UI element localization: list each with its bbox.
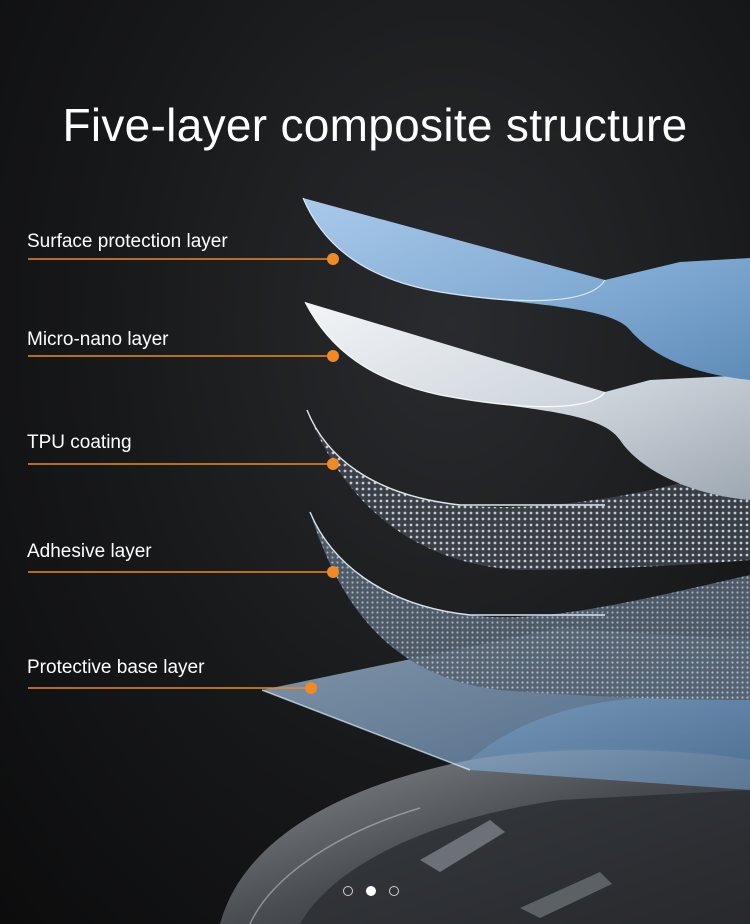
page-title: Five-layer composite structure (62, 99, 688, 151)
marker-dot-1 (327, 253, 339, 265)
adhesive-layer-film (310, 512, 750, 700)
micro-nano-layer-film (305, 302, 750, 500)
label-micro-nano-layer: Micro-nano layer (27, 329, 169, 350)
marker-dot-4 (327, 566, 339, 578)
label-surface-protection-layer: Surface protection layer (27, 231, 228, 252)
pagination-dot-2[interactable] (366, 886, 376, 896)
pagination-dot-3[interactable] (389, 886, 399, 896)
leader-lines (28, 258, 333, 689)
tpu-coating-film (307, 410, 750, 570)
surface-protection-layer-film (303, 198, 750, 380)
label-adhesive-layer: Adhesive layer (27, 541, 152, 562)
marker-dot-3 (327, 458, 339, 470)
marker-dot-5 (305, 682, 317, 694)
carousel-pagination (343, 886, 399, 896)
label-tpu-coating: TPU coating (27, 432, 132, 453)
label-protective-base-layer: Protective base layer (27, 657, 205, 678)
leader-markers (305, 253, 339, 694)
pagination-dot-1[interactable] (343, 886, 353, 896)
marker-dot-2 (327, 350, 339, 362)
